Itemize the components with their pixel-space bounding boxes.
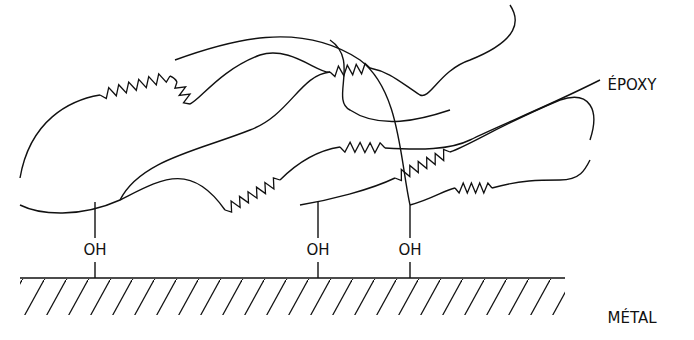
spring-segment	[340, 142, 385, 153]
spring-segment	[330, 64, 370, 77]
material-label: ÉPOXY	[606, 77, 659, 94]
oh-group-label: OH	[81, 242, 108, 259]
spring-segment	[225, 178, 280, 212]
bond-line	[317, 202, 318, 238]
bond-line	[94, 202, 95, 238]
chain	[330, 40, 450, 122]
chain	[492, 160, 590, 188]
chain	[20, 95, 100, 178]
chain	[190, 53, 330, 104]
spring-segment	[455, 183, 492, 193]
material-label: MÉTAL	[605, 310, 658, 327]
bond-line	[317, 262, 318, 278]
chain	[370, 5, 515, 96]
oh-group-label: OH	[304, 242, 331, 259]
chain	[120, 72, 330, 200]
chain	[450, 97, 594, 152]
chain	[385, 80, 600, 149]
oh-group-label: OH	[396, 242, 423, 259]
chain	[170, 76, 177, 82]
bond-line	[409, 262, 410, 278]
chain	[280, 147, 340, 180]
metal-surface	[20, 277, 565, 279]
chain	[410, 188, 455, 205]
spring-segment	[175, 82, 190, 104]
spring-segment	[100, 74, 170, 99]
bond-line	[94, 262, 95, 278]
oh-bonds	[95, 202, 410, 278]
bond-line	[409, 205, 410, 238]
chain	[300, 178, 395, 205]
spring-segments	[100, 64, 492, 213]
spring-segment	[395, 150, 450, 181]
chain	[175, 37, 410, 205]
polymer-chains	[20, 5, 600, 213]
metal-hatching	[20, 279, 565, 315]
